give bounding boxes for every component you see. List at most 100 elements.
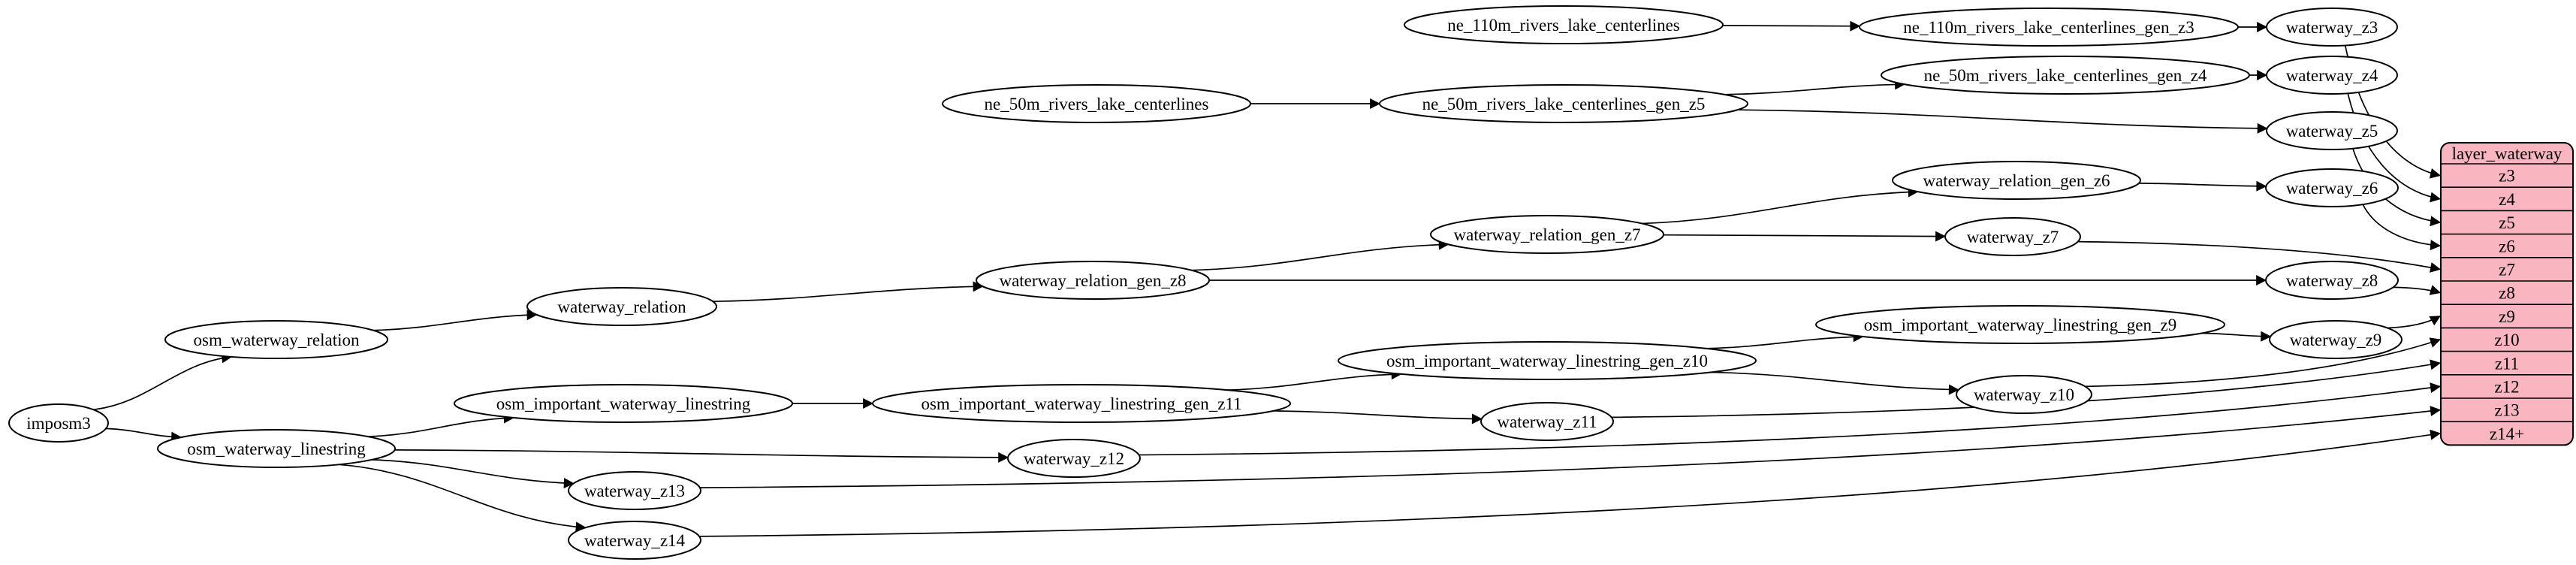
edge-osm_important_waterway_linestring_gen_z11--waterway_z11	[1273, 410, 1483, 425]
node-ne_110m_rivers_lake_centerlines_gen_z3: ne_110m_rivers_lake_centerlines_gen_z3	[1859, 8, 2239, 47]
node-waterway_z3: waterway_z3	[2266, 8, 2398, 47]
record-row-z7: z7	[2499, 260, 2515, 279]
edge-osm_waterway_relation--waterway_relation	[373, 310, 538, 331]
node-waterway_relation_gen_z7: waterway_relation_gen_z7	[1430, 215, 1664, 254]
node-ne_110m_rivers_lake_centerlines: ne_110m_rivers_lake_centerlines	[1404, 5, 1724, 44]
node-waterway_z5: waterway_z5	[2266, 111, 2398, 150]
node-imposm3: imposm3	[8, 403, 109, 443]
node-ne_50m_rivers_lake_centerlines_gen_z4: ne_50m_rivers_lake_centerlines_gen_z4	[1881, 56, 2250, 95]
node-label-waterway_z10: waterway_z10	[1974, 385, 2074, 404]
edge-waterway_z9--layer_waterway-z9	[2387, 316, 2441, 329]
edge-osm_important_waterway_linestring_gen_z10--waterway_z10	[1711, 371, 1959, 395]
node-label-ne_110m_rivers_lake_centerlines: ne_110m_rivers_lake_centerlines	[1447, 16, 1680, 35]
edge-ne_50m_rivers_lake_centerlines_gen_z5--ne_50m_rivers_lake_centerlines_gen_z4	[1724, 79, 1906, 95]
record-row-z5: z5	[2499, 213, 2515, 232]
node-waterway_relation_gen_z6: waterway_relation_gen_z6	[1892, 161, 2141, 200]
record-row-z4: z4	[2499, 190, 2515, 209]
node-label-waterway_z14: waterway_z14	[584, 531, 686, 550]
edge-osm_waterway_linestring--osm_important_waterway_linestring	[368, 412, 514, 437]
node-label-waterway_z13: waterway_z13	[584, 482, 685, 500]
record-row-z11: z11	[2495, 354, 2519, 373]
node-waterway_z11: waterway_z11	[1480, 402, 1614, 441]
node-ne_50m_rivers_lake_centerlines: ne_50m_rivers_lake_centerlines	[942, 84, 1251, 123]
record-row-z8: z8	[2499, 284, 2515, 303]
edge-waterway_relation_gen_z6--waterway_z6	[2138, 180, 2267, 192]
node-osm_waterway_linestring: osm_waterway_linestring	[157, 429, 396, 468]
record-row-z13: z13	[2494, 401, 2519, 420]
node-waterway_z4: waterway_z4	[2266, 56, 2398, 95]
node-waterway_z7: waterway_z7	[1944, 217, 2081, 256]
edge-osm_waterway_linestring--waterway_z13	[371, 459, 575, 489]
edge-osm_important_waterway_linestring_gen_z10--osm_important_waterway_linestring_gen_z9	[1706, 331, 1864, 349]
node-label-waterway_z11: waterway_z11	[1497, 412, 1597, 431]
record-row-z14+: z14+	[2490, 425, 2524, 443]
node-label-osm_important_waterway_linestring_gen_z11: osm_important_waterway_linestring_gen_z1…	[921, 394, 1241, 413]
edge-ne_50m_rivers_lake_centerlines_gen_z5--waterway_z5	[1737, 109, 2268, 134]
edge-waterway_z14--layer_waterway-z14+	[699, 429, 2442, 537]
node-waterway_z8: waterway_z8	[2265, 261, 2399, 300]
node-osm_waterway_relation: osm_waterway_relation	[164, 320, 388, 359]
node-label-osm_important_waterway_linestring_gen_z9: osm_important_waterway_linestring_gen_z9	[1864, 316, 2176, 334]
edge-imposm3--osm_waterway_relation	[93, 352, 233, 411]
node-label-ne_50m_rivers_lake_centerlines_gen_z4: ne_50m_rivers_lake_centerlines_gen_z4	[1924, 66, 2207, 85]
edge-waterway_relation_gen_z7--waterway_z7	[1663, 231, 1947, 242]
node-label-osm_waterway_relation: osm_waterway_relation	[194, 331, 360, 349]
edge-waterway_z13--layer_waterway-z13	[699, 406, 2442, 488]
node-label-waterway_z6: waterway_z6	[2286, 179, 2378, 198]
edges	[93, 20, 2442, 537]
node-waterway_relation_gen_z8: waterway_relation_gen_z8	[976, 261, 1210, 300]
edge-waterway_z12--layer_waterway-z12	[1139, 382, 2442, 456]
edge-osm_waterway_linestring--waterway_z12	[394, 449, 1009, 463]
node-label-waterway_z9: waterway_z9	[2290, 331, 2382, 349]
node-waterway_z12: waterway_z12	[1007, 439, 1141, 478]
node-label-imposm3: imposm3	[26, 414, 91, 433]
node-label-waterway_z12: waterway_z12	[1024, 449, 1124, 468]
edge-waterway_z8--layer_waterway-z8	[2393, 285, 2442, 295]
node-label-waterway_relation_gen_z8: waterway_relation_gen_z8	[999, 271, 1186, 290]
node-label-osm_important_waterway_linestring: osm_important_waterway_linestring	[496, 394, 751, 413]
node-waterway_relation: waterway_relation	[526, 287, 717, 326]
edge-waterway_relation_gen_z7--waterway_relation_gen_z6	[1642, 186, 1919, 225]
record-layer_waterway: layer_waterway z3 z4 z5 z6 z7 z8 z9 z10 z11 z12 z13…	[2440, 142, 2574, 446]
edge-osm_important_waterway_linestring_gen_z11--osm_important_waterway_linestring_gen_z10	[1227, 369, 1402, 391]
edge-waterway_relation--waterway_relation_gen_z8	[713, 281, 984, 303]
node-osm_important_waterway_linestring_gen_z11: osm_important_waterway_linestring_gen_z1…	[872, 384, 1291, 423]
node-osm_important_waterway_linestring_gen_z10: osm_important_waterway_linestring_gen_z1…	[1338, 341, 1757, 380]
node-label-waterway_z5: waterway_z5	[2286, 122, 2378, 140]
edge-waterway_z11--layer_waterway-z11	[1611, 359, 2442, 418]
node-label-ne_110m_rivers_lake_centerlines_gen_z3: ne_110m_rivers_lake_centerlines_gen_z3	[1903, 18, 2194, 37]
record-row-z3: z3	[2499, 167, 2515, 186]
edge-waterway_z7--layer_waterway-z7	[2077, 240, 2442, 273]
record-row-z12: z12	[2494, 377, 2519, 396]
node-label-ne_50m_rivers_lake_centerlines: ne_50m_rivers_lake_centerlines	[985, 95, 1209, 113]
edge-waterway_relation_gen_z8--waterway_relation_gen_z7	[1191, 239, 1449, 271]
node-label-waterway_z8: waterway_z8	[2286, 271, 2378, 290]
node-waterway_z13: waterway_z13	[568, 471, 701, 510]
record-row-z9: z9	[2499, 307, 2515, 326]
nodes: imposm3 osm_waterway_relation osm_waterway…	[8, 5, 2403, 560]
node-label-waterway_z4: waterway_z4	[2286, 66, 2378, 85]
node-waterway_z10: waterway_z10	[1956, 375, 2092, 414]
edge-waterway_z10--layer_waterway-z10	[2085, 337, 2442, 388]
edge-osm_important_waterway_linestring_gen_z9--waterway_z9	[2201, 331, 2272, 342]
record-body	[2440, 142, 2574, 446]
record-row-z10: z10	[2494, 331, 2519, 349]
node-label-waterway_z7: waterway_z7	[1967, 228, 2059, 246]
edge-waterway_z6--layer_waterway-z6	[2362, 204, 2442, 251]
node-label-waterway_relation_gen_z6: waterway_relation_gen_z6	[1923, 171, 2110, 190]
node-label-waterway_relation_gen_z7: waterway_relation_gen_z7	[1453, 225, 1640, 244]
node-label-waterway_z3: waterway_z3	[2286, 18, 2378, 37]
node-label-waterway_relation: waterway_relation	[557, 298, 686, 316]
node-osm_important_waterway_linestring: osm_important_waterway_linestring	[454, 384, 793, 423]
edge-osm_waterway_linestring--waterway_z14	[339, 464, 587, 533]
node-label-ne_50m_rivers_lake_centerlines_gen_z5: ne_50m_rivers_lake_centerlines_gen_z5	[1422, 95, 1706, 113]
record-row-z6: z6	[2499, 237, 2515, 255]
node-waterway_z14: waterway_z14	[568, 521, 701, 560]
node-osm_important_waterway_linestring_gen_z9: osm_important_waterway_linestring_gen_z9	[1815, 305, 2225, 344]
record-title: layer_waterway	[2452, 144, 2562, 163]
node-waterway_z6: waterway_z6	[2265, 168, 2399, 207]
node-waterway_z9: waterway_z9	[2269, 320, 2403, 359]
node-ne_50m_rivers_lake_centerlines_gen_z5: ne_50m_rivers_lake_centerlines_gen_z5	[1379, 84, 1748, 123]
